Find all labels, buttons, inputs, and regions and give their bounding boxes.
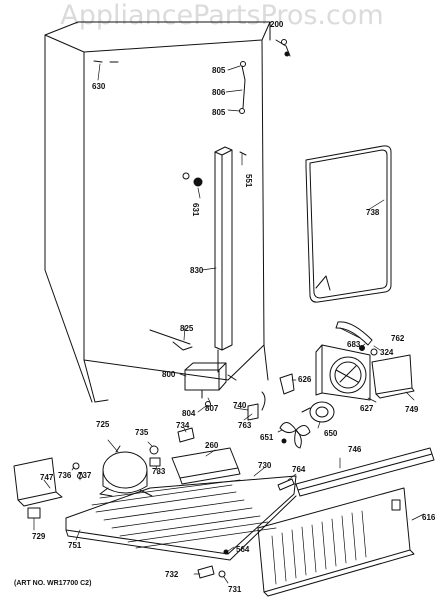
rail-746 xyxy=(295,447,435,497)
label-746: 746 xyxy=(348,445,362,454)
label-807: 807 xyxy=(205,404,219,413)
divider-channel-830 xyxy=(214,146,233,373)
screw-564 xyxy=(223,549,229,555)
panel-749 xyxy=(371,354,415,399)
label-805a: 805 xyxy=(212,66,226,75)
fan-motor-650 xyxy=(301,401,335,423)
label-616: 616 xyxy=(422,513,436,522)
relay-parts xyxy=(149,427,195,467)
label-830: 830 xyxy=(190,266,204,275)
label-735: 735 xyxy=(135,428,149,437)
part-number-labels: 630 200 805 806 805 551 631 830 738 825 … xyxy=(32,20,436,594)
label-627: 627 xyxy=(360,404,374,413)
label-825: 825 xyxy=(180,324,194,333)
leader-lines xyxy=(33,63,425,584)
label-650: 650 xyxy=(324,429,338,438)
compressor-725 xyxy=(99,445,153,497)
label-651: 651 xyxy=(260,433,274,442)
drain-tube-762 xyxy=(335,321,378,356)
condenser-738 xyxy=(305,145,392,303)
label-763: 763 xyxy=(238,421,252,430)
label-749: 749 xyxy=(405,405,419,414)
rear-panel-616 xyxy=(257,487,415,597)
part-732 xyxy=(197,565,215,579)
cover-747 xyxy=(13,457,63,507)
label-805b: 805 xyxy=(212,108,226,117)
part-729 xyxy=(27,507,41,519)
cabinet xyxy=(44,21,271,403)
label-733: 733 xyxy=(152,467,166,476)
label-738: 738 xyxy=(366,208,380,217)
label-729: 729 xyxy=(32,532,46,541)
part-731 xyxy=(218,570,226,578)
label-747: 747 xyxy=(40,473,54,482)
label-734: 734 xyxy=(176,421,190,430)
label-200: 200 xyxy=(270,20,284,29)
label-806: 806 xyxy=(212,88,226,97)
label-631: 631 xyxy=(191,203,200,217)
label-764: 764 xyxy=(292,465,306,474)
label-683: 683 xyxy=(347,340,361,349)
label-626: 626 xyxy=(298,375,312,384)
part-736 xyxy=(72,462,80,470)
label-737: 737 xyxy=(78,471,92,480)
label-725: 725 xyxy=(96,420,110,429)
label-732: 732 xyxy=(165,570,179,579)
bracket-260 xyxy=(171,447,241,485)
water-valve-800 xyxy=(172,341,237,407)
tube-806 xyxy=(239,39,291,114)
label-804: 804 xyxy=(182,409,196,418)
label-551: 551 xyxy=(244,174,253,188)
label-762: 762 xyxy=(391,334,405,343)
label-751: 751 xyxy=(68,541,82,550)
fan-shroud-627 xyxy=(315,344,371,401)
fan-blade-651 xyxy=(279,422,311,449)
label-740: 740 xyxy=(233,401,247,410)
label-800: 800 xyxy=(162,370,176,379)
art-number: (ART NO. WR17700 C2) xyxy=(14,580,92,587)
label-564: 564 xyxy=(236,545,250,554)
label-731: 731 xyxy=(228,585,242,594)
label-736: 736 xyxy=(58,471,72,480)
evaporator-751 xyxy=(65,475,297,561)
fan-bracket-626 xyxy=(247,373,295,421)
label-260: 260 xyxy=(205,441,219,450)
label-730: 730 xyxy=(258,461,272,470)
clip-764 xyxy=(277,478,295,491)
label-630: 630 xyxy=(92,82,106,91)
label-324: 324 xyxy=(380,348,394,357)
small-parts-cabinet xyxy=(93,60,247,187)
